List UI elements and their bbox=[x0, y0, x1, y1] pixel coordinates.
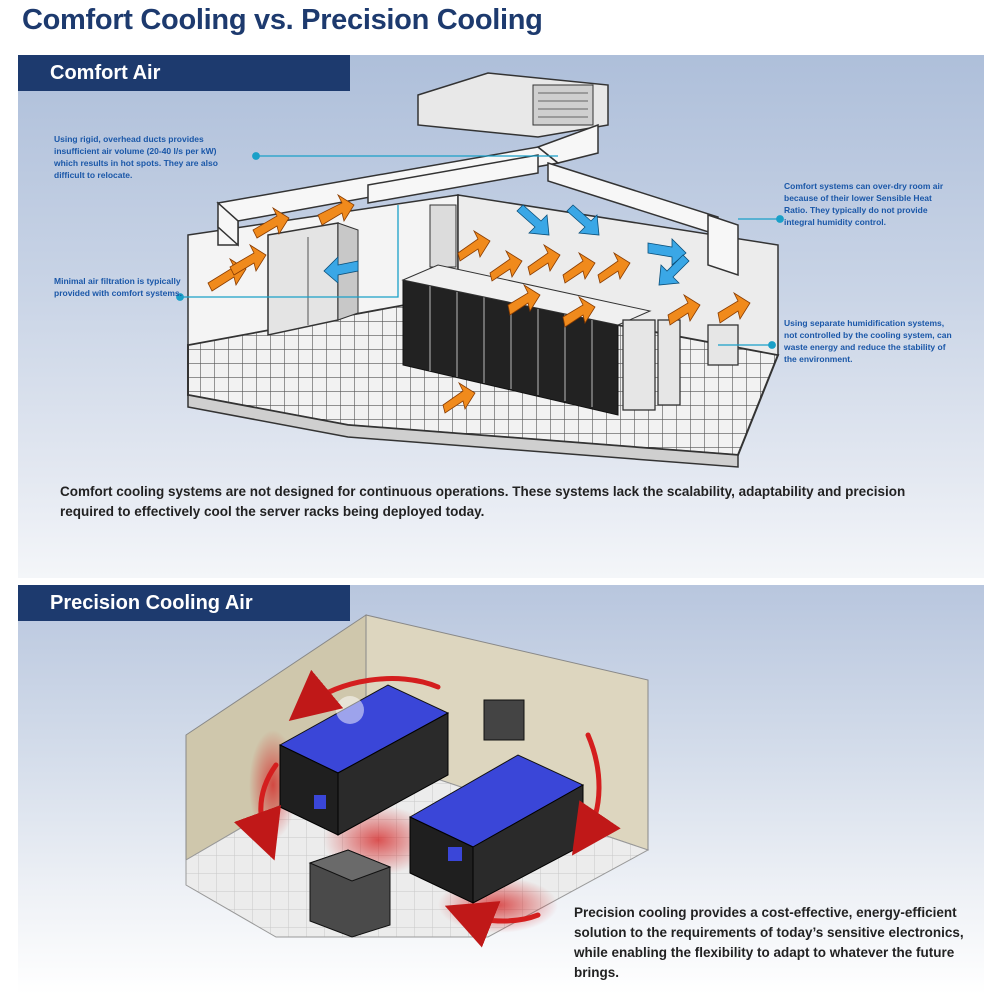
precision-cooling-illustration bbox=[185, 614, 650, 948]
warm-air-arrows bbox=[207, 193, 751, 414]
rooftop-unit bbox=[417, 72, 609, 138]
precision-cooling-header: Precision Cooling Air bbox=[18, 585, 350, 621]
cool-air-arrows bbox=[323, 204, 690, 286]
precision-description: Precision cooling provides a cost-effect… bbox=[574, 905, 964, 980]
warm-air-arrow bbox=[507, 283, 541, 316]
warm-air-arrow bbox=[317, 193, 355, 226]
overhead-ducts bbox=[216, 123, 739, 277]
warm-air-arrow bbox=[562, 251, 596, 284]
airflow-arc-arrow bbox=[444, 901, 541, 948]
callout-leader-lines bbox=[176, 152, 784, 349]
room-door bbox=[429, 204, 457, 268]
cool-air-arrow bbox=[658, 254, 690, 286]
page-title: Comfort Cooling vs. Precision Cooling bbox=[22, 4, 543, 36]
warm-air-arrow bbox=[527, 243, 561, 276]
airflow-arc-arrow bbox=[233, 762, 281, 861]
warm-air-arrow bbox=[667, 293, 701, 326]
floor-edge bbox=[187, 394, 739, 468]
airflow-arc-arrow bbox=[288, 669, 441, 721]
airflow-arcs bbox=[233, 669, 621, 948]
humidifier-units bbox=[622, 319, 739, 411]
callout-leader-dot bbox=[176, 205, 399, 301]
warm-air-arrow bbox=[229, 243, 267, 276]
server-rack-row-2 bbox=[408, 754, 585, 904]
precision-cooling-unit-front bbox=[308, 849, 392, 938]
comfort-air-illustration bbox=[176, 72, 784, 468]
callout-humidification: Using separate humidification systems, n… bbox=[784, 318, 952, 364]
callout-overhead-ducts: Using rigid, overhead ducts provides ins… bbox=[54, 134, 218, 180]
airflow-arc-arrow bbox=[571, 732, 621, 856]
callout-air-filtration: Minimal air filtration is typically prov… bbox=[54, 276, 182, 298]
comfort-air-header: Comfort Air bbox=[18, 55, 350, 91]
warm-air-arrow bbox=[597, 251, 631, 284]
precision-cooling-unit bbox=[483, 699, 525, 741]
cool-air-arrow bbox=[323, 256, 359, 284]
warm-air-arrow bbox=[442, 381, 476, 414]
cool-air-arrow bbox=[566, 204, 600, 236]
back-wall-right bbox=[457, 194, 779, 356]
cool-air-arrow bbox=[516, 204, 550, 236]
comfort-air-panel: Comfort Air Using rigid, overhead ducts … bbox=[18, 55, 984, 578]
comfort-description: Comfort cooling systems are not designed… bbox=[60, 484, 906, 519]
precision-cooling-panel: Precision Cooling Air Precision cooling … bbox=[18, 585, 984, 995]
callout-over-dry: Comfort systems can over-dry room air be… bbox=[784, 181, 944, 227]
warm-air-arrow bbox=[252, 206, 290, 239]
warm-air-arrow bbox=[457, 229, 491, 262]
warm-air-arrow bbox=[489, 249, 523, 282]
comfort-cooling-unit bbox=[267, 222, 359, 336]
warm-air-arrow bbox=[717, 291, 751, 324]
warm-air-arrow bbox=[562, 295, 596, 328]
